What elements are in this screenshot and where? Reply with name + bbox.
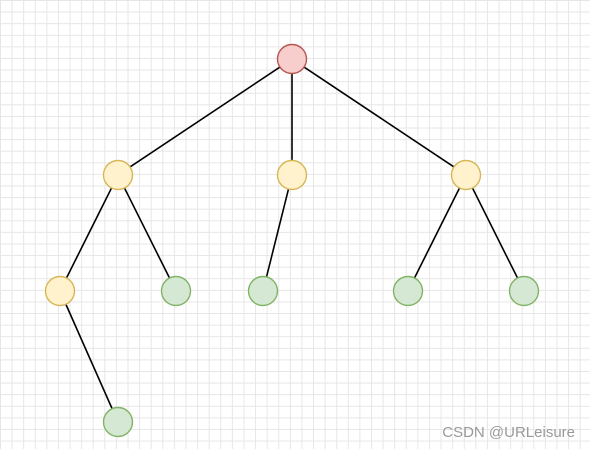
tree-edge-n1-n4 xyxy=(65,187,113,279)
tree-edge-n4-n9 xyxy=(65,303,113,410)
tree-node-internal-n4 xyxy=(44,275,76,307)
tree-node-leaf-n7 xyxy=(392,275,424,307)
tree-node-internal-n2 xyxy=(276,159,308,191)
tree-node-root-n0 xyxy=(276,43,308,75)
tree-node-leaf-n8 xyxy=(508,275,540,307)
tree-node-leaf-n5 xyxy=(160,275,192,307)
tree-edge-n3-n7 xyxy=(413,187,461,279)
tree-edge-n0-n3 xyxy=(303,66,455,168)
watermark-text: CSDN @URLeisure xyxy=(442,424,575,441)
tree-node-leaf-n9 xyxy=(102,406,134,438)
tree-node-internal-n3 xyxy=(450,159,482,191)
tree-nodes xyxy=(44,43,540,438)
tree-edges xyxy=(65,66,519,410)
tree-node-internal-n1 xyxy=(102,159,134,191)
tree-edge-n0-n1 xyxy=(129,66,281,168)
tree-edge-n3-n8 xyxy=(471,187,519,279)
tree-edge-n2-n6 xyxy=(265,188,290,278)
tree-node-leaf-n6 xyxy=(247,275,279,307)
tree-edge-n1-n5 xyxy=(123,187,171,279)
